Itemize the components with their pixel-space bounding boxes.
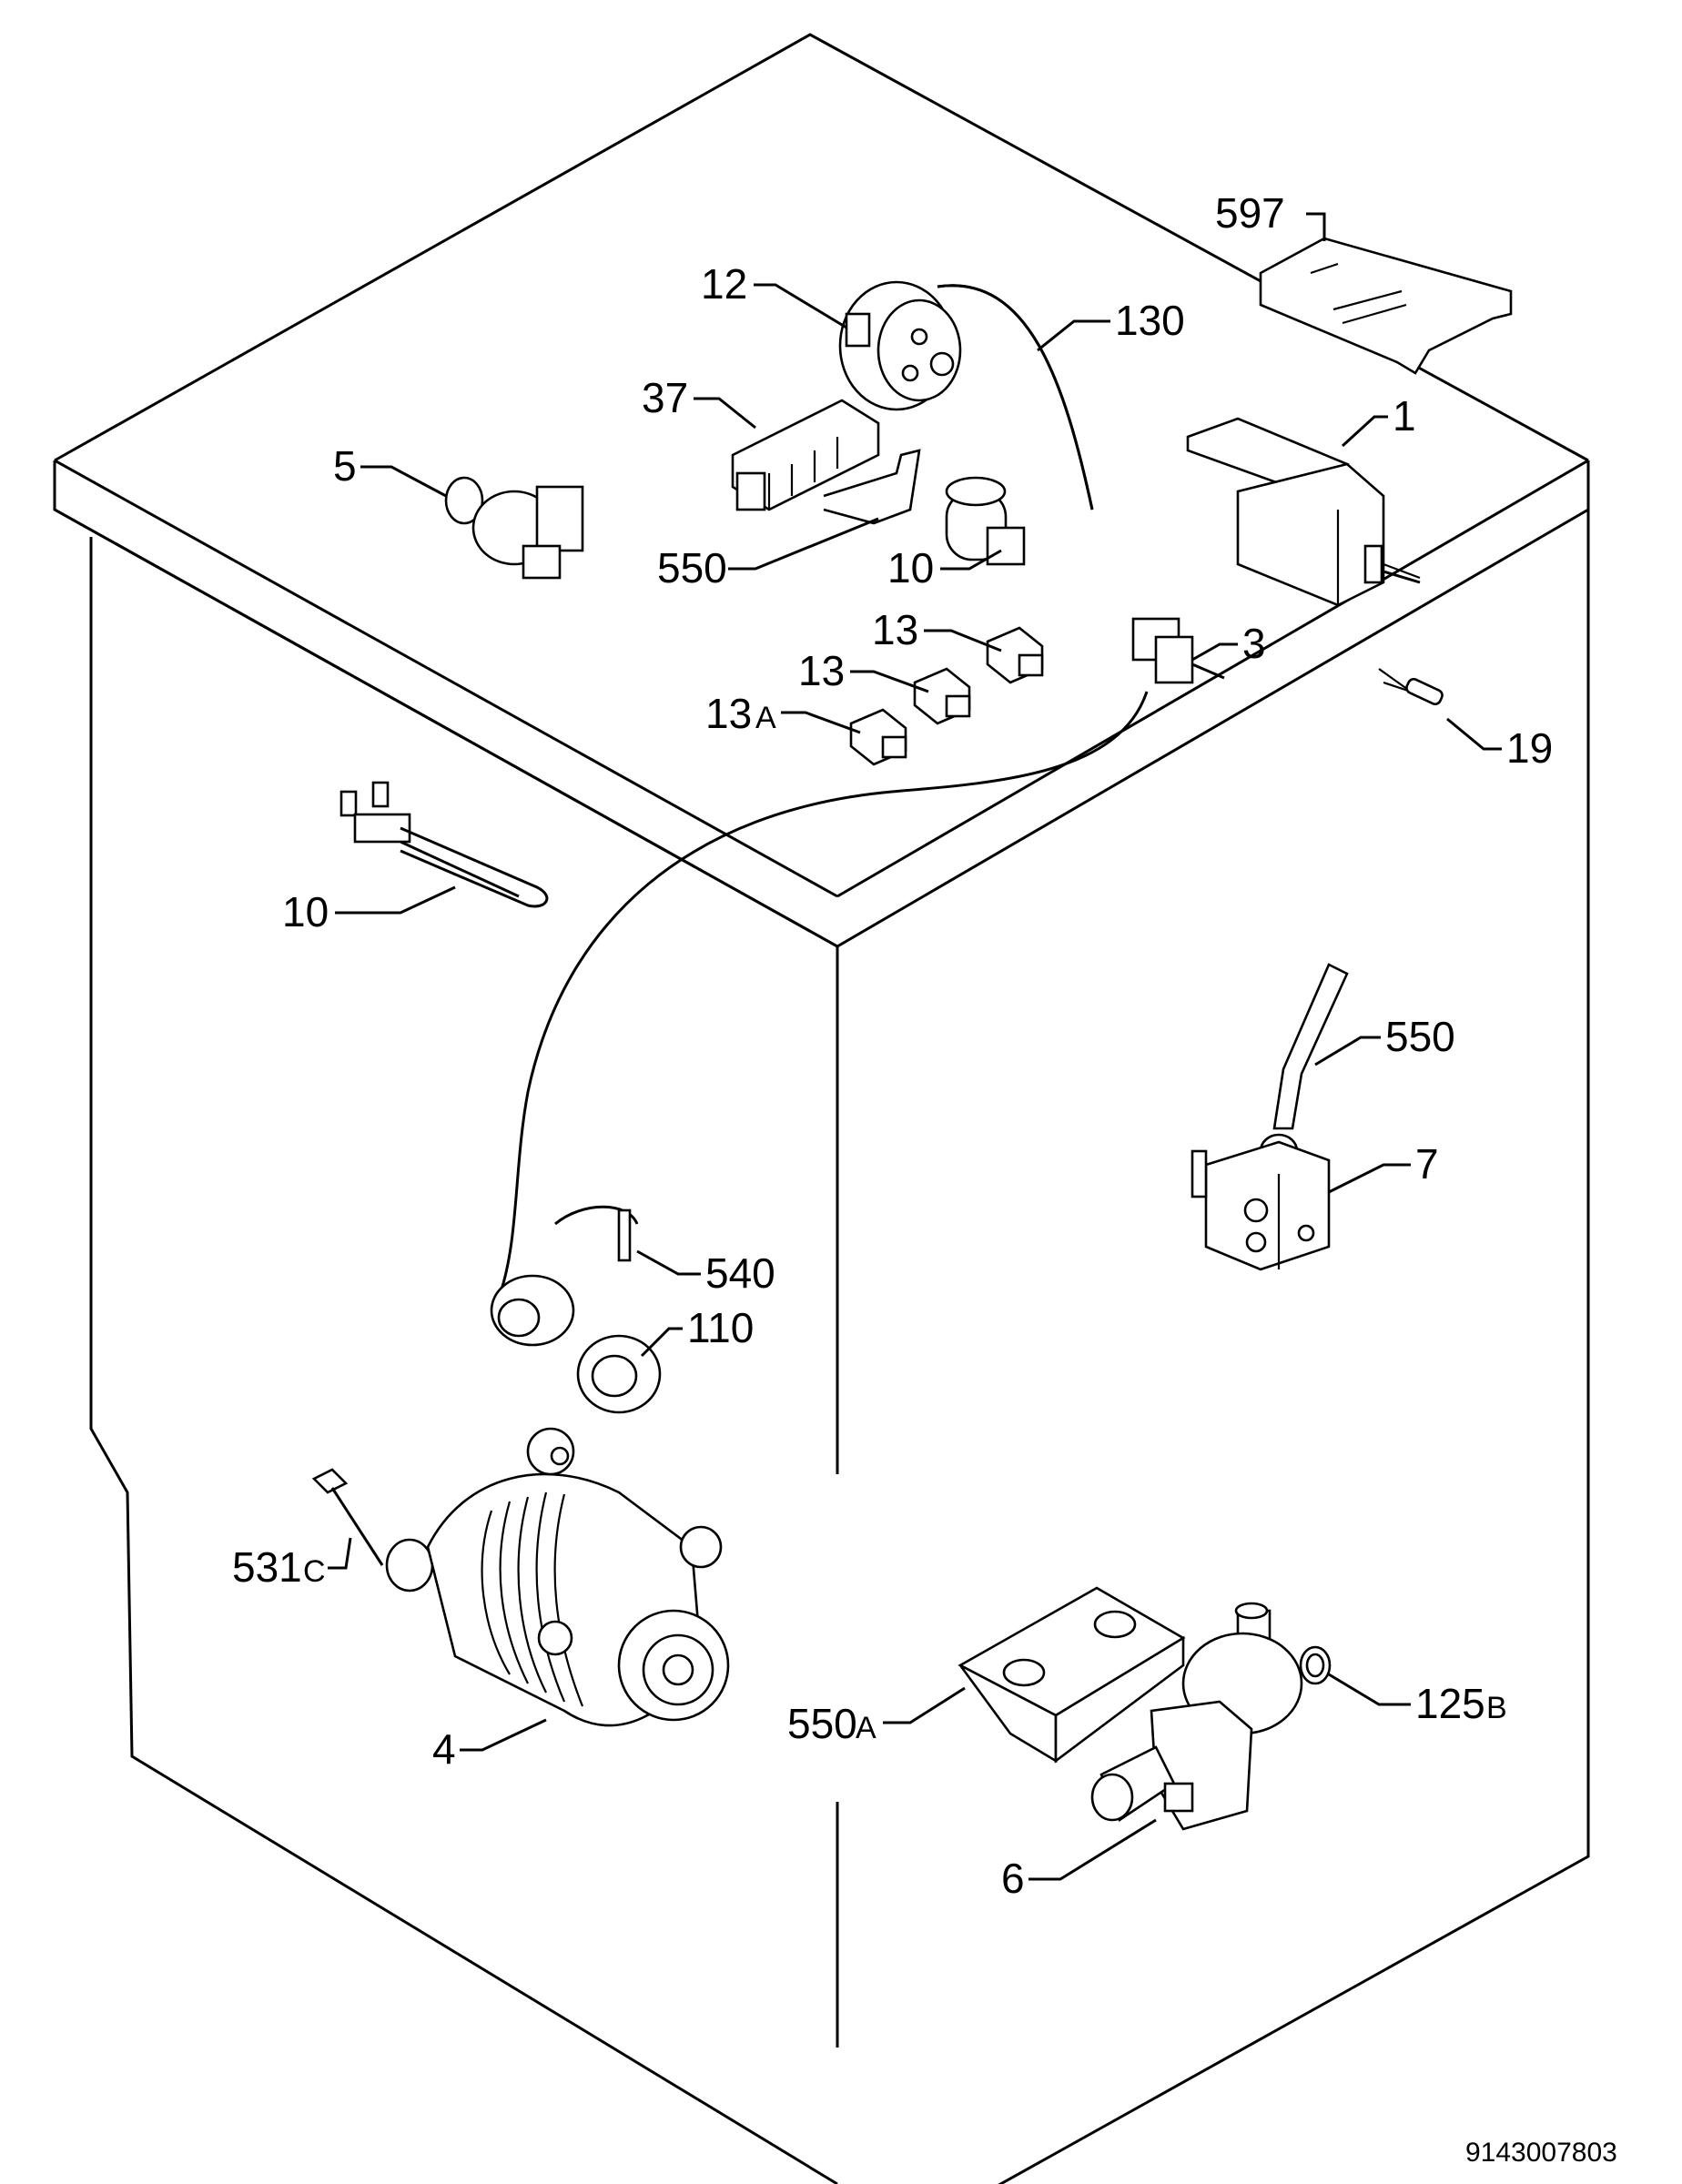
- svg-text:C: C: [303, 1554, 326, 1589]
- callout-13-a: 13: [872, 606, 1002, 653]
- svg-text:597: 597: [1215, 189, 1285, 237]
- callout-550D: 597: [1215, 189, 1326, 241]
- part-550-lever: [1259, 963, 1349, 1169]
- callout-37: 37: [642, 374, 756, 430]
- callout-10-label: 10: [282, 888, 329, 935]
- svg-text:550: 550: [657, 544, 727, 592]
- callout-4: 4: [432, 1718, 547, 1773]
- svg-text:A: A: [755, 701, 776, 735]
- svg-text:110: 110: [687, 1304, 754, 1351]
- callout-110: 130: [1037, 297, 1185, 352]
- callout-531C: 531 C: [232, 1537, 352, 1591]
- part-13-connector-b: [913, 667, 971, 725]
- part-130-grommet: [490, 1274, 575, 1347]
- part-19-sensor: [1378, 668, 1444, 706]
- part-540-clamp: [554, 1205, 639, 1262]
- part-550a-cover: [958, 1586, 1186, 1764]
- cabinet-outline: [53, 33, 1590, 2184]
- callout-13-b: 13: [798, 647, 929, 694]
- part-3-switch: [1131, 617, 1225, 684]
- svg-text:37: 37: [642, 374, 688, 421]
- svg-text:19: 19: [1506, 724, 1553, 772]
- svg-text:550: 550: [1385, 1013, 1455, 1060]
- svg-text:5: 5: [333, 442, 357, 490]
- part-5-inlet-valve: [444, 476, 584, 580]
- part-531c-screw: [311, 1468, 384, 1566]
- callout-10: 10: [282, 885, 456, 935]
- part-4-motor: [385, 1427, 730, 1727]
- svg-text:10: 10: [887, 544, 934, 592]
- part-597-clip: [823, 449, 921, 525]
- callout-11: 10: [887, 544, 1002, 592]
- svg-text:1: 1: [1393, 392, 1416, 440]
- callout-540: 540: [636, 1249, 775, 1297]
- callout-597: 550: [657, 517, 879, 592]
- callout-3: 3: [1191, 620, 1266, 667]
- svg-text:6: 6: [1001, 1855, 1025, 1902]
- part-37-terminal-block: [731, 399, 880, 511]
- callout-6: 6: [1001, 1818, 1157, 1902]
- part-10-heating-element: [339, 781, 549, 908]
- svg-text:125: 125: [1415, 1680, 1485, 1727]
- svg-text:13: 13: [705, 690, 752, 737]
- part-11-capacitor: [945, 476, 1026, 566]
- svg-text:540: 540: [705, 1249, 775, 1297]
- part-130-ring: [576, 1334, 662, 1414]
- callout-1: 1: [1341, 392, 1416, 448]
- svg-text:A: A: [856, 1711, 876, 1745]
- part-6-drain-pump: [1090, 1602, 1303, 1831]
- part-3-cable: [499, 691, 1149, 1293]
- part-550d-cover-plate: [1259, 237, 1513, 375]
- part-13a-connector: [849, 708, 907, 766]
- callout-125B: 125 B: [1328, 1673, 1507, 1727]
- svg-text:4: 4: [432, 1725, 456, 1773]
- svg-text:B: B: [1486, 1691, 1507, 1725]
- svg-text:7: 7: [1415, 1140, 1439, 1188]
- svg-text:12: 12: [701, 260, 747, 308]
- part-110-hose: [937, 284, 1094, 511]
- callout-550A: 550 A: [787, 1686, 966, 1747]
- callout-550: 550: [1314, 1013, 1455, 1067]
- part-1-programmer: [1186, 417, 1421, 607]
- callout-12: 12: [701, 260, 847, 329]
- part-12-pressure-switch: [838, 280, 962, 411]
- callout-19: 19: [1446, 717, 1553, 772]
- svg-text:531: 531: [232, 1543, 302, 1591]
- callout-130: 110: [640, 1304, 754, 1358]
- document-number: 9143007803: [1465, 2138, 1617, 2168]
- svg-text:550: 550: [787, 1700, 857, 1747]
- svg-text:13: 13: [798, 647, 845, 694]
- svg-text:13: 13: [872, 606, 918, 653]
- callout-5: 5: [333, 442, 447, 498]
- part-125b-seal-ring: [1299, 1645, 1332, 1685]
- svg-text:3: 3: [1242, 620, 1266, 667]
- part-7-door-lock: [1191, 1140, 1331, 1271]
- svg-text:130: 130: [1115, 297, 1185, 344]
- callout-13A: 13 A: [705, 690, 861, 737]
- part-13-connector-a: [986, 626, 1044, 684]
- callout-7: 7: [1328, 1140, 1439, 1194]
